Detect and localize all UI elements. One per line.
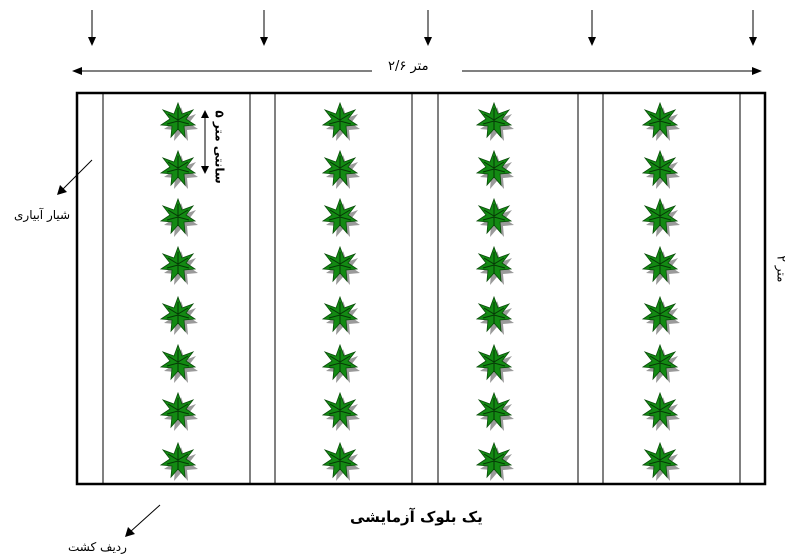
- arrow-down-icon: [749, 37, 757, 46]
- leaf-plant-icon: [323, 297, 360, 335]
- plot-boundary: [77, 93, 765, 484]
- leaf-plant-icon: [323, 199, 360, 237]
- arrow-down-icon: [424, 37, 432, 46]
- plant-spacing-label: ۵ سانتی متر: [213, 110, 227, 183]
- leaf-plant-icon: [477, 393, 514, 431]
- arrow-down-icon: [588, 37, 596, 46]
- leaf-plant-icon: [643, 103, 680, 141]
- planting-row-label: ردیف کشت: [68, 540, 127, 554]
- leaf-plant-icon: [477, 151, 514, 189]
- leaf-plant-icon: [161, 151, 198, 189]
- leaf-plant-icon: [161, 199, 198, 237]
- leaf-plant-icon: [643, 345, 680, 383]
- leaf-plant-icon: [643, 297, 680, 335]
- leaf-plant-icon: [323, 103, 360, 141]
- leaf-plant-icon: [477, 103, 514, 141]
- leaf-plant-icon: [477, 443, 514, 481]
- leaf-plant-icon: [323, 393, 360, 431]
- leaf-plant-icon: [643, 199, 680, 237]
- furrow-lines: [103, 94, 740, 483]
- spacing-dimension: [201, 110, 209, 174]
- leaf-plant-icon: [323, 151, 360, 189]
- leaf-plant-icon: [161, 103, 198, 141]
- leaf-plant-icon: [323, 345, 360, 383]
- diagram-caption: یک بلوک آزمایشی: [350, 508, 483, 526]
- leaf-plant-icon: [643, 151, 680, 189]
- plot-width-label: ۲/۶ متر: [382, 59, 435, 74]
- leaf-plant-icon: [161, 297, 198, 335]
- leaf-plant-icon: [477, 297, 514, 335]
- leaf-plant-icon: [477, 345, 514, 383]
- leaf-plant-icon: [477, 247, 514, 285]
- leaf-plant-icon: [161, 345, 198, 383]
- row-pointer-arrow: [125, 505, 160, 537]
- arrow-down-icon: [260, 37, 268, 46]
- leaf-plant-icon: [161, 393, 198, 431]
- furrow-label: شیار آبیاری: [14, 208, 70, 222]
- plants-grid: [161, 103, 680, 481]
- leaf-plant-icon: [161, 247, 198, 285]
- leaf-plant-icon: [477, 199, 514, 237]
- furrow-pointer-arrow: [57, 160, 92, 195]
- leaf-plant-icon: [643, 247, 680, 285]
- leaf-plant-icon: [323, 247, 360, 285]
- arrow-down-icon: [88, 37, 96, 46]
- leaf-plant-icon: [643, 393, 680, 431]
- leaf-plant-icon: [643, 443, 680, 481]
- leaf-plant-icon: [323, 443, 360, 481]
- inflow-arrows: [88, 10, 757, 46]
- leaf-plant-icon: [161, 443, 198, 481]
- plot-height-label: ۲ متر: [774, 256, 788, 283]
